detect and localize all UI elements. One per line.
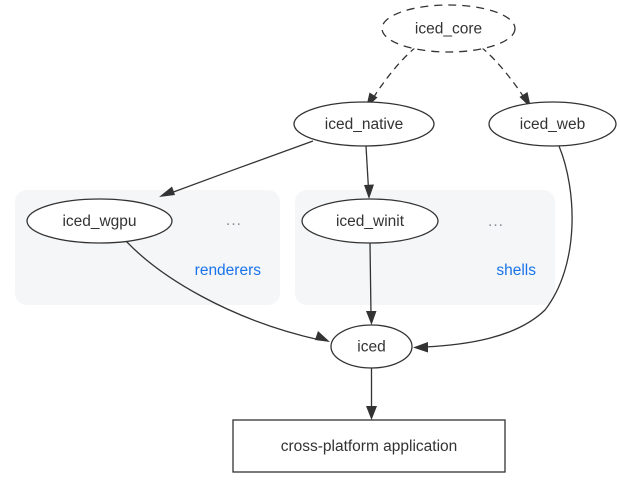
edge-iced-native-to-iced-winit-line: [365, 145, 370, 190]
shells-more-ellipsis-icon: ...: [488, 213, 504, 230]
edge-iced-wgpu-to-iced: [125, 240, 330, 342]
renderers-more-ellipsis-icon: ...: [226, 212, 242, 229]
node-iced-core-label: iced_core: [415, 21, 482, 38]
edge-iced-to-application: [366, 368, 377, 420]
node-iced-core-shape[interactable]: [381, 4, 516, 53]
edge-iced-core-to-iced-web-line: [480, 46, 526, 100]
node-iced[interactable]: iced: [330, 324, 413, 369]
node-iced-label: iced: [357, 339, 385, 356]
node-iced-wgpu[interactable]: iced_wgpu: [26, 198, 173, 244]
edge-iced-wgpu-to-iced-line: [125, 240, 321, 341]
edge-iced-native-to-iced-wgpu-arrowhead: [159, 186, 175, 197]
node-iced-web[interactable]: iced_web: [488, 101, 617, 147]
node-cross-platform-application[interactable]: cross-platform application: [232, 419, 506, 473]
cluster-shells-label: shells: [496, 262, 536, 279]
edge-iced-to-application-arrowhead: [366, 406, 377, 420]
edge-iced-wgpu-to-iced-arrowhead: [315, 331, 330, 342]
node-iced-winit-label: iced_winit: [336, 213, 405, 230]
edge-iced-web-to-iced-arrowhead: [413, 342, 428, 353]
edge-iced-native-to-iced-winit-arrowhead: [364, 184, 374, 199]
node-cross-platform-application-label: cross-platform application: [281, 438, 458, 455]
node-iced-shape[interactable]: [330, 324, 413, 369]
edge-iced-native-to-iced-winit: [364, 145, 374, 199]
node-iced-winit[interactable]: iced_winit: [301, 198, 439, 244]
edge-iced-winit-to-iced-line: [369, 242, 372, 316]
edge-iced-winit-to-iced-arrowhead: [366, 311, 377, 325]
edge-iced-web-to-iced-line: [423, 145, 573, 348]
node-iced-wgpu-label: iced_wgpu: [62, 213, 136, 230]
node-iced-native-shape[interactable]: [293, 101, 435, 147]
edge-iced-core-to-iced-native-line: [371, 46, 417, 101]
node-iced-native-label: iced_native: [325, 116, 403, 133]
node-iced-native[interactable]: iced_native: [293, 101, 435, 147]
edge-iced-core-to-iced-native: [366, 46, 417, 108]
edge-iced-core-to-iced-web: [480, 46, 531, 108]
node-iced-winit-shape[interactable]: [301, 198, 439, 244]
cluster-renderers-label: renderers: [195, 262, 262, 279]
node-cross-platform-application-shape[interactable]: [232, 419, 506, 473]
edge-iced-winit-to-iced: [366, 242, 377, 325]
edge-iced-native-to-iced-wgpu-line: [167, 140, 314, 195]
node-iced-wgpu-shape[interactable]: [26, 198, 173, 244]
node-iced-web-shape[interactable]: [488, 101, 617, 147]
node-iced-web-label: iced_web: [520, 116, 586, 133]
node-iced-core[interactable]: iced_core: [381, 4, 516, 53]
edge-iced-native-to-iced-wgpu: [159, 140, 314, 197]
edge-iced-web-to-iced: [413, 145, 573, 353]
